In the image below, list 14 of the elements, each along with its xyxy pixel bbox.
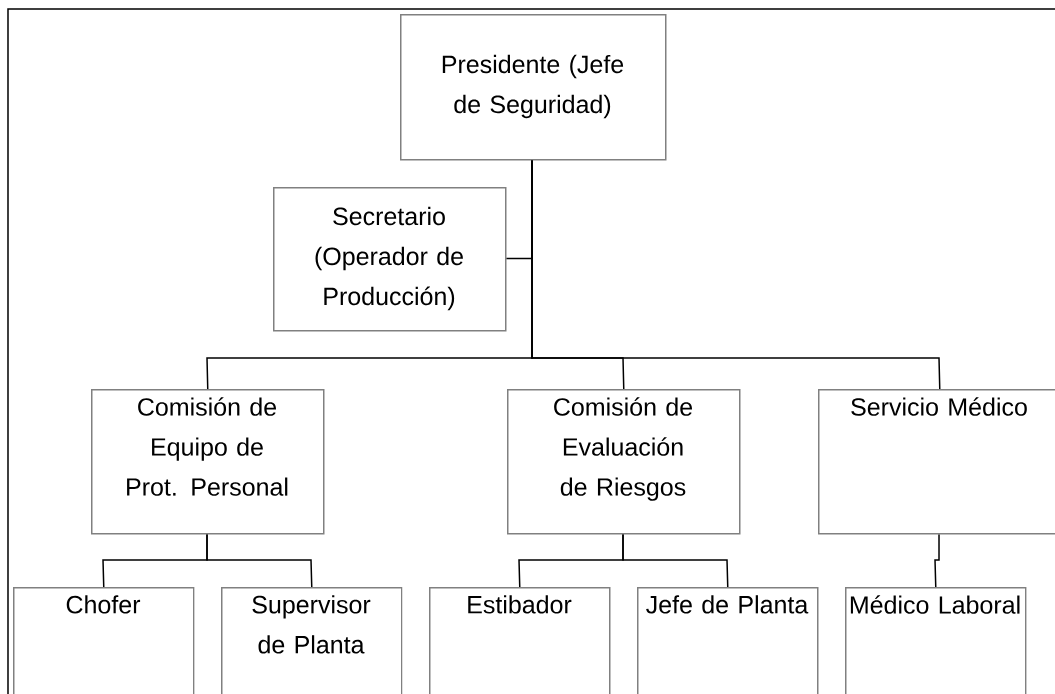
org-box: Comisión de Equipo de Prot. Personal — [91, 389, 325, 535]
connector-line — [622, 533, 729, 588]
org-box: Estibador — [429, 587, 611, 694]
org-box: Secretario (Operador de Producción) — [273, 187, 507, 332]
org-box: Jefe de Planta — [637, 587, 819, 694]
connector-line — [934, 533, 940, 588]
org-box: Chofer — [13, 587, 195, 694]
connector-line — [206, 533, 313, 588]
org-box: Servicio Médico — [818, 389, 1055, 535]
org-box: Presidente (Jefe de Seguridad) — [400, 14, 667, 161]
connector-line — [531, 159, 941, 390]
org-box: Supervisor de Planta — [221, 587, 403, 694]
org-box: Comisión de Evaluación de Riesgos — [507, 389, 741, 535]
org-box: Médico Laboral — [845, 587, 1027, 694]
